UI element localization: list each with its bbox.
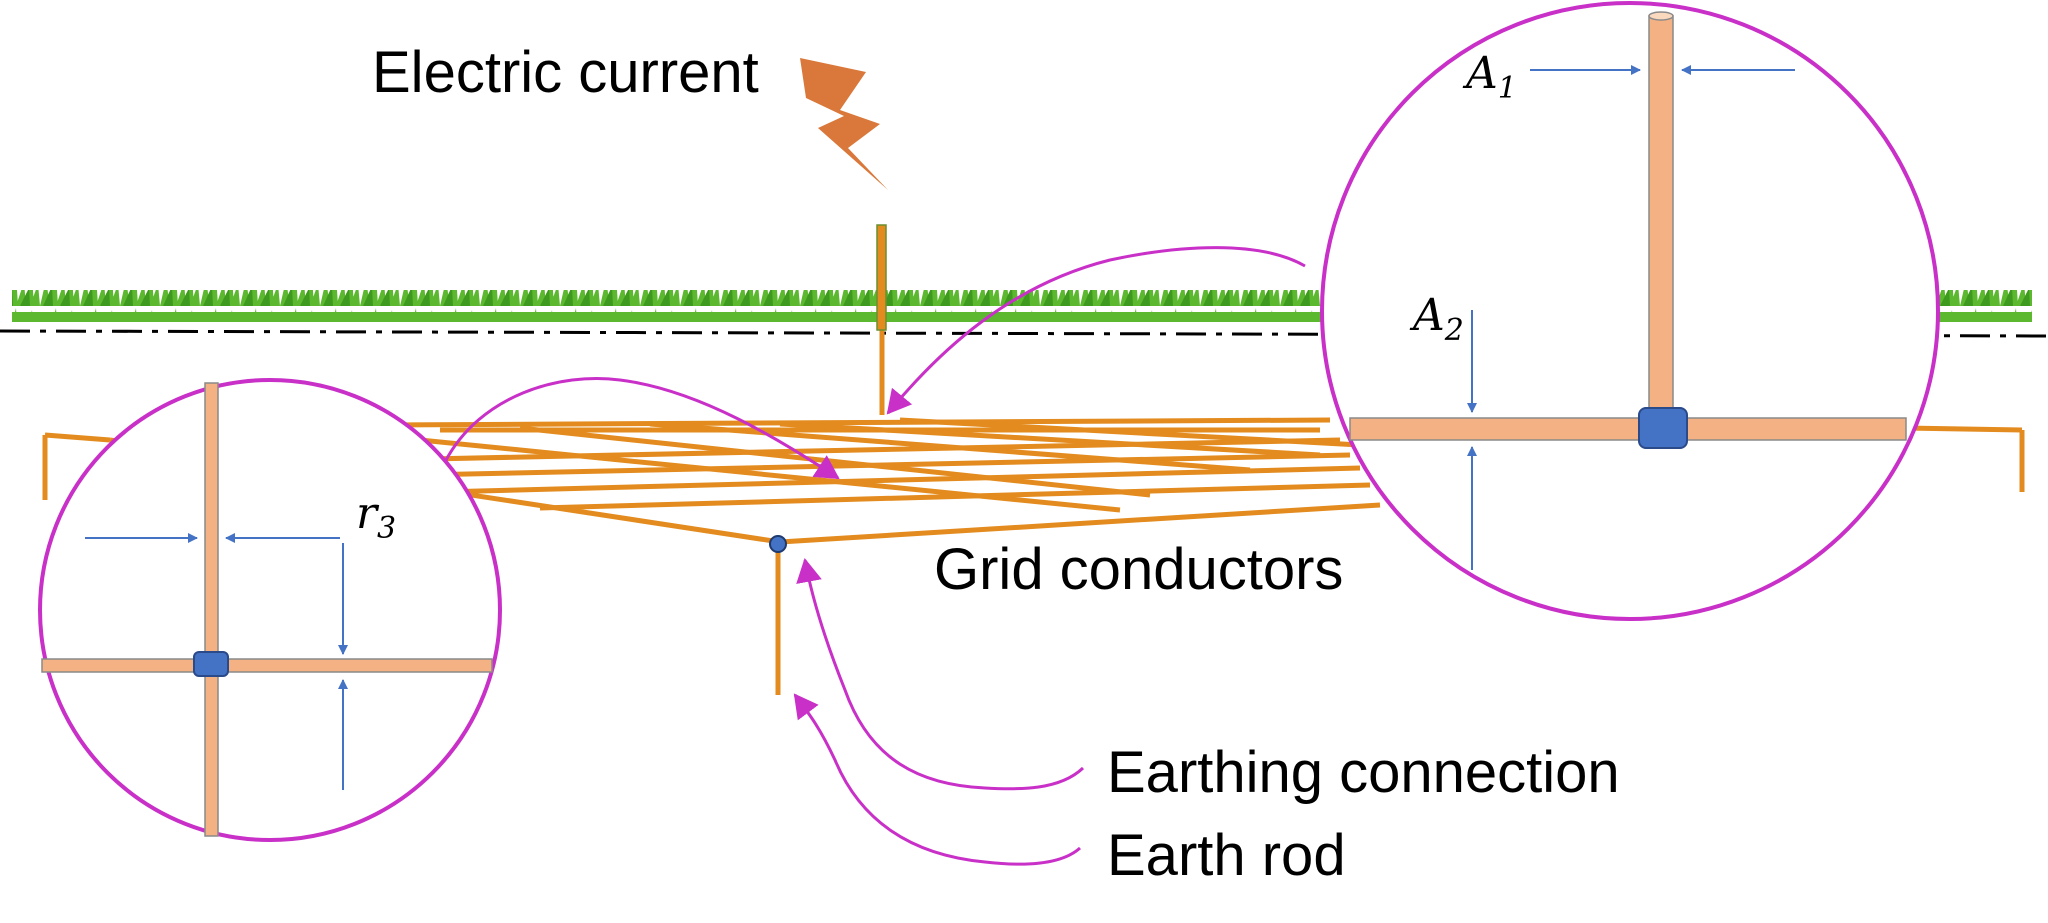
rod-top <box>1648 11 1674 21</box>
symbol-a2: A2 <box>1409 290 1464 348</box>
label-electric-current: Electric current <box>372 40 759 105</box>
callout-arrow-left-inset <box>443 376 840 480</box>
symbol-r3: r3 <box>356 488 396 546</box>
vertical-conductor <box>204 382 219 837</box>
label-grid-conductors: Grid conductors <box>934 537 1343 602</box>
horizontal-conductor <box>1349 417 1907 441</box>
callout-arrow-right-inset <box>886 246 1306 415</box>
grid-conductors-mesh <box>42 330 2025 695</box>
callout-arrow-earth-rod <box>793 693 1082 866</box>
label-earthing-connection: Earthing connection <box>1107 740 1620 805</box>
surface-lead-conductor <box>876 224 887 331</box>
label-earth-rod: Earth rod <box>1107 823 1346 888</box>
rod-conductor <box>1648 15 1674 417</box>
cross-connector <box>193 651 229 677</box>
earthing-connection-node <box>769 535 787 553</box>
tee-connector <box>1638 407 1688 449</box>
right-detail-inset: A1 A2 <box>1320 1 1940 621</box>
symbol-a1: A1 <box>1462 48 1517 106</box>
callout-arrow-earthing-connection <box>796 558 1085 791</box>
lightning-bolt-icon <box>800 58 888 190</box>
left-detail-inset: r3 <box>38 378 502 842</box>
horizontal-conductor <box>41 658 493 673</box>
